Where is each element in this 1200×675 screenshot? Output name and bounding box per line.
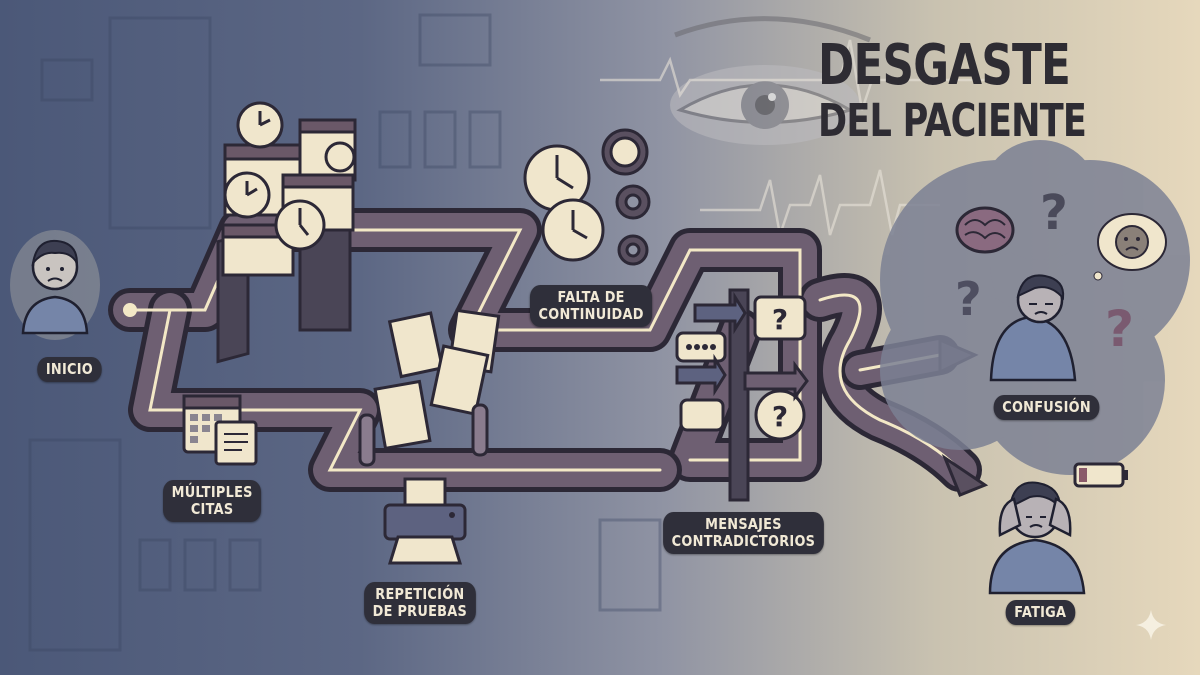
calendar-icon	[182, 394, 258, 466]
brain-icon	[955, 206, 1015, 254]
arrow-down-icon	[941, 454, 989, 497]
title-line-2: DEL PACIENTE	[818, 94, 1087, 147]
label-repeticion-pruebas: REPETICIÓN DE PRUEBAS	[364, 582, 476, 624]
label-mensajes-contradictorios: MENSAJES CONTRADICTORIOS	[663, 512, 824, 554]
wall-sign-icon	[40, 58, 94, 102]
label-confusion: CONFUSIÓN	[993, 395, 1100, 420]
broken-wall	[728, 288, 750, 502]
page-title: DESGASTE DEL PACIENTE	[818, 33, 1162, 147]
question-mark-icon: ?	[1105, 300, 1135, 358]
documents-test-tubes-icon	[358, 308, 501, 467]
question-mark-icon: ?	[772, 303, 788, 336]
wall-monitor-icon	[418, 13, 492, 67]
label-multiples-citas: MÚLTIPLES CITAS	[163, 480, 262, 522]
label-falta-continuidad: FALTA DE CONTINUIDAD	[529, 285, 653, 327]
door-icon	[108, 16, 212, 230]
clocks-calendars-pile-icon	[221, 101, 357, 277]
thought-bubble-sad-face-icon	[1093, 213, 1167, 281]
speech-bubbles-icon: ? ?	[675, 291, 809, 441]
sad-patient-icon	[10, 230, 100, 340]
door-icon	[28, 438, 122, 652]
question-mark-icon: ?	[772, 400, 788, 433]
sparkle-icon	[1136, 610, 1166, 640]
confused-patient-icon	[989, 274, 1077, 382]
low-battery-icon	[1073, 462, 1128, 488]
printer-icon	[383, 477, 467, 565]
wall-monitor-icon	[598, 518, 662, 612]
question-mark-icon: ?	[955, 272, 982, 326]
question-mark-icon: ?	[1040, 185, 1068, 241]
exhausted-patient-icon	[988, 481, 1086, 595]
broken-clock-icon	[523, 128, 651, 266]
label-inicio: INICIO	[37, 357, 102, 382]
title-line-1: DESGASTE	[818, 33, 1071, 98]
tired-eye-icon	[670, 16, 871, 145]
heartbeat-line-icon	[600, 39, 1000, 236]
label-fatiga: FATIGA	[1005, 600, 1075, 625]
start-point	[123, 303, 137, 317]
